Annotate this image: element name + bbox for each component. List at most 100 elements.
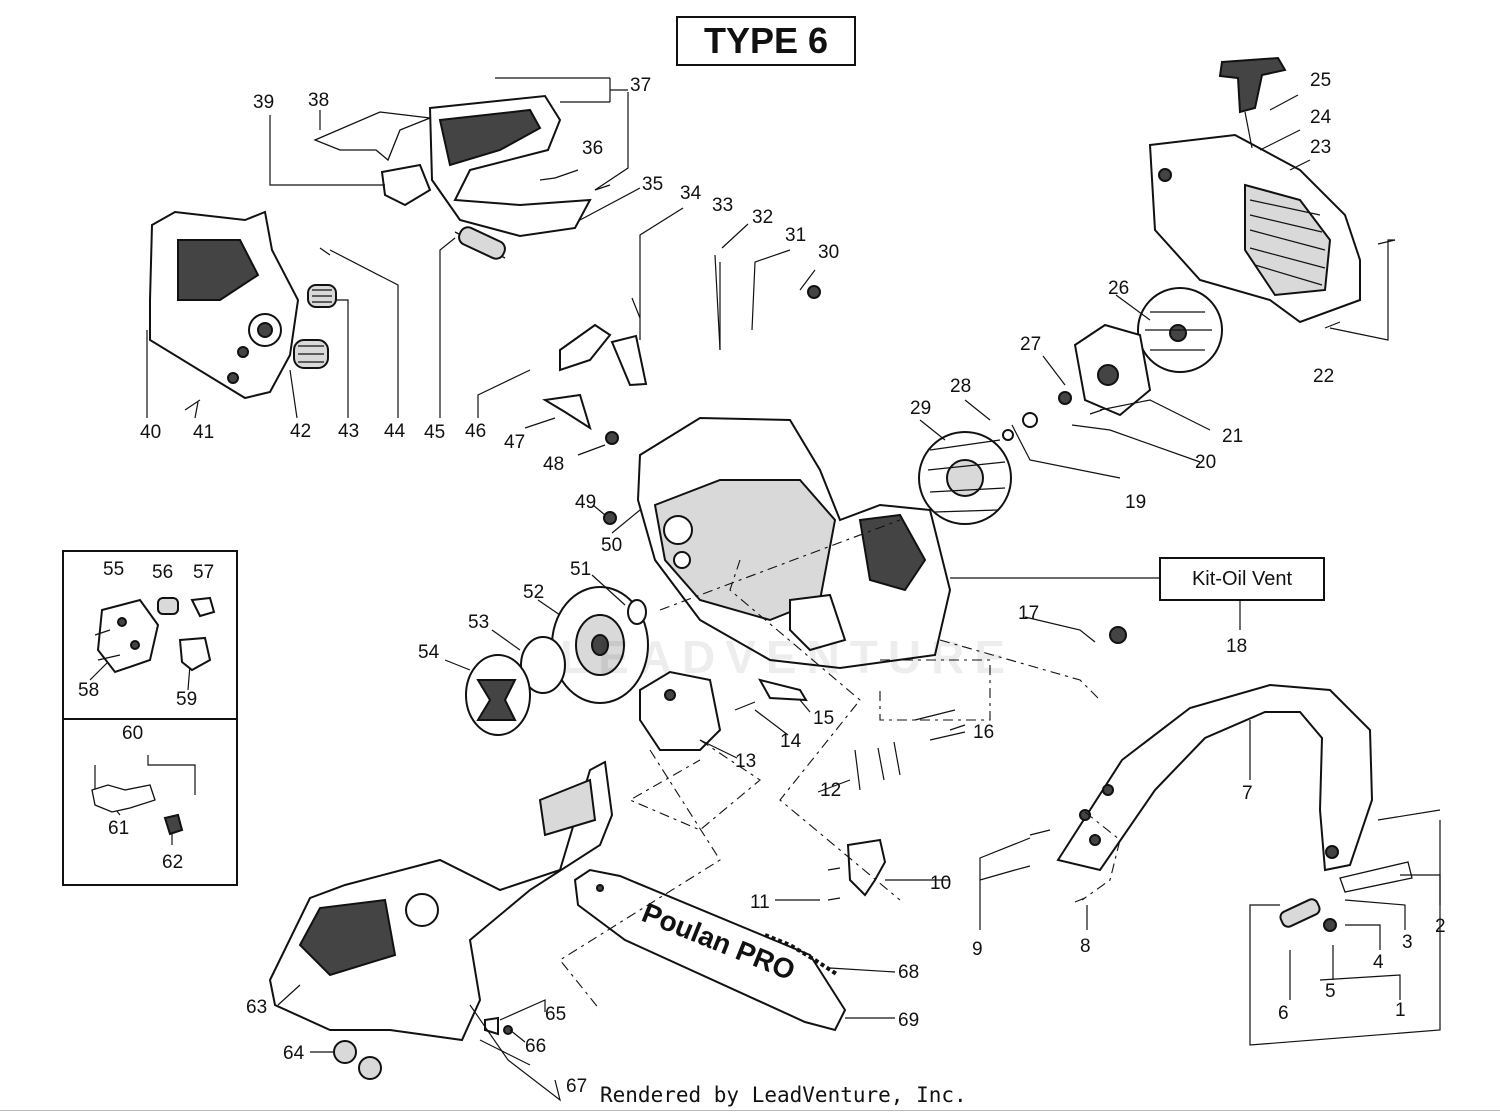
callout-41: 41 — [193, 422, 214, 443]
spring-45 — [454, 226, 506, 260]
callout-44: 44 — [384, 421, 406, 442]
callout-11: 11 — [750, 892, 770, 913]
callout-7: 7 — [1242, 783, 1253, 804]
starter-handle-part-25 — [1218, 56, 1287, 149]
callout-57: 57 — [193, 562, 214, 583]
callout-50: 50 — [601, 535, 622, 556]
callout-20: 20 — [1195, 452, 1216, 473]
callout-3: 3 — [1402, 932, 1413, 953]
inset-oil-pump-parts — [91, 596, 216, 836]
callout-45: 45 — [424, 422, 445, 443]
callout-46: 46 — [465, 421, 486, 442]
callout-58: 58 — [78, 680, 99, 701]
nuts-part-64 — [333, 1040, 382, 1080]
render-credit: Rendered by LeadVenture, Inc. — [600, 1083, 967, 1107]
screws-hardware — [184, 77, 1396, 1066]
leader-lines — [89, 77, 1441, 1102]
callout-31: 31 — [785, 225, 806, 246]
callout-13: 13 — [735, 751, 756, 772]
callout-67: 67 — [566, 1076, 587, 1097]
callout-35: 35 — [642, 174, 663, 195]
inset-box-upper — [62, 550, 238, 720]
callout-42: 42 — [290, 421, 311, 442]
washer-part-53 — [520, 636, 566, 694]
callout-39: 39 — [253, 92, 274, 113]
callout-4: 4 — [1373, 952, 1384, 973]
diagram-type-title: TYPE 6 — [676, 16, 856, 66]
flywheel-part-29 — [918, 431, 1012, 525]
side-cover-part-63 — [268, 760, 614, 1042]
callout-66: 66 — [525, 1036, 546, 1057]
callout-1: 1 — [1395, 1000, 1406, 1021]
callout-16: 16 — [973, 722, 994, 743]
callout-54: 54 — [418, 642, 440, 663]
callout-51: 51 — [570, 559, 591, 580]
rear-handle-cover — [428, 94, 592, 238]
callout-48: 48 — [543, 454, 564, 475]
callout-32: 32 — [752, 207, 773, 228]
clutch-drum-part-52 — [551, 586, 649, 704]
callout-18: 18 — [1226, 636, 1247, 657]
bracket-part-15 — [758, 678, 808, 702]
callout-26: 26 — [1108, 278, 1129, 299]
callout-5: 5 — [1325, 981, 1336, 1002]
ignition-module-part-21 — [1073, 323, 1152, 417]
callout-68: 68 — [898, 962, 919, 983]
plate-part-2 — [1339, 861, 1413, 893]
starter-cover-part-23 — [1148, 133, 1361, 324]
trigger-part-38 — [313, 111, 431, 162]
callout-21: 21 — [1222, 426, 1243, 447]
callout-30: 30 — [818, 242, 839, 263]
inset-box-lower — [62, 718, 238, 886]
clutch-part-54 — [465, 654, 531, 736]
callout-8: 8 — [1080, 936, 1091, 957]
callout-52: 52 — [523, 582, 544, 603]
front-handle-part-40 — [149, 210, 300, 400]
callout-24: 24 — [1310, 107, 1332, 128]
watermark-text: LEADVENTURE — [560, 631, 1016, 683]
callout-43: 43 — [338, 421, 359, 442]
handle-spring-part-3 — [1279, 898, 1321, 928]
callout-15: 15 — [813, 708, 834, 729]
front-handle-bar-part-7 — [1056, 683, 1374, 872]
callout-22: 22 — [1313, 366, 1334, 387]
callout-17: 17 — [1018, 603, 1039, 624]
engine-housing-part-50 — [636, 416, 952, 670]
callout-69: 69 — [898, 1010, 919, 1031]
assembly-lines — [559, 519, 1121, 1011]
callout-40: 40 — [140, 422, 161, 443]
callout-2: 2 — [1435, 916, 1446, 937]
callout-36: 36 — [582, 138, 603, 159]
guide-bar-part-69: Poulan PRO — [573, 868, 847, 1032]
callout-19: 19 — [1125, 492, 1146, 513]
callout-53: 53 — [468, 612, 489, 633]
callout-38: 38 — [308, 90, 329, 111]
callout-12: 12 — [820, 780, 841, 801]
callout-14: 14 — [780, 731, 802, 752]
callout-6: 6 — [1278, 1003, 1289, 1024]
bottom-divider — [0, 1110, 1500, 1111]
callout-34: 34 — [680, 183, 702, 204]
callout-9: 9 — [972, 939, 983, 960]
plate-part-13 — [639, 670, 722, 751]
springs-42-43 — [293, 284, 337, 369]
callout-27: 27 — [1020, 334, 1041, 355]
callout-65: 65 — [545, 1004, 566, 1025]
callout-10: 10 — [930, 873, 951, 894]
callout-60: 60 — [122, 723, 143, 744]
trigger-lock-part-39 — [380, 163, 432, 207]
callout-47: 47 — [504, 432, 525, 453]
callout-25: 25 — [1310, 70, 1331, 91]
callout-64: 64 — [283, 1043, 305, 1064]
washer-part-51 — [627, 599, 647, 625]
callout-29: 29 — [910, 398, 931, 419]
callout-28: 28 — [950, 376, 971, 397]
callout-37: 37 — [630, 75, 651, 96]
callout-59: 59 — [176, 689, 197, 710]
callout-55: 55 — [103, 559, 124, 580]
callout-61: 61 — [108, 818, 129, 839]
kit-oil-vent-label: Kit-Oil Vent — [1159, 557, 1325, 601]
callout-63: 63 — [246, 997, 267, 1018]
